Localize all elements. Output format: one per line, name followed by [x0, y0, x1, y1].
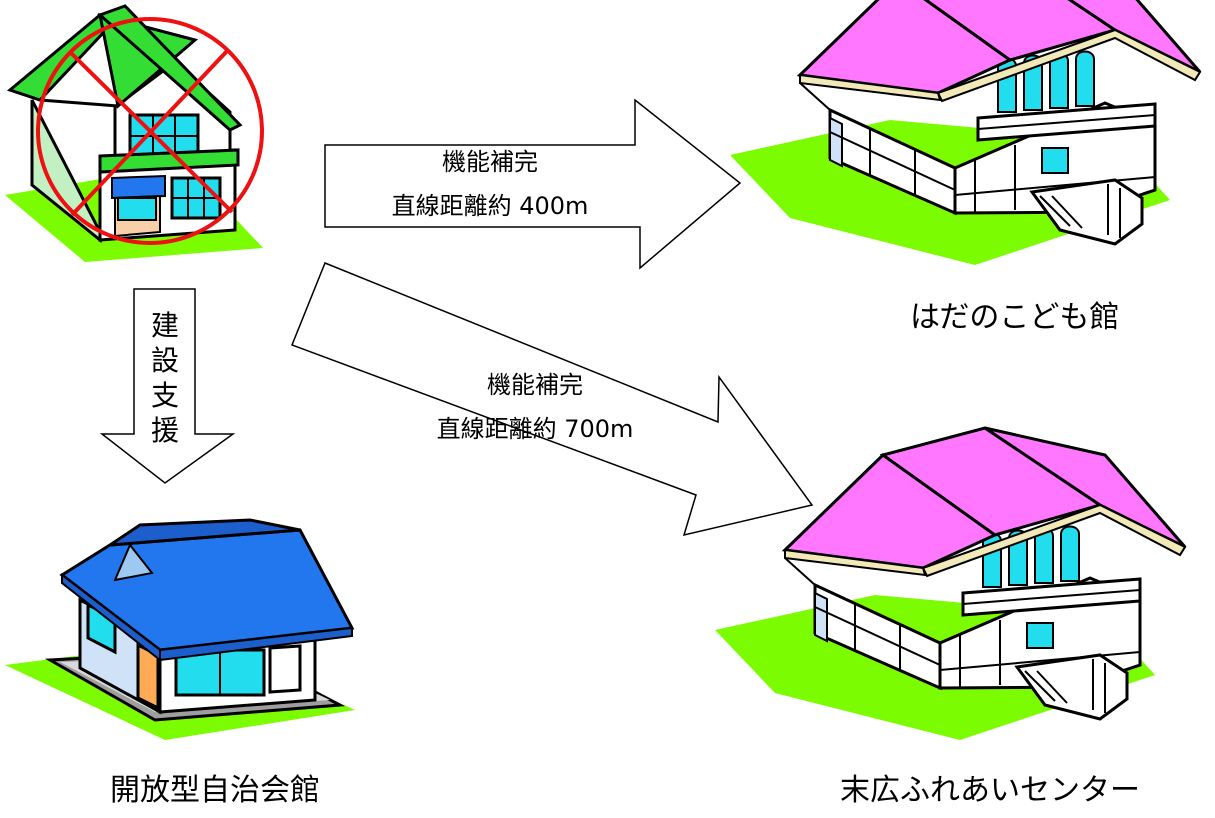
public-hall-icon [728, 0, 1202, 267]
prohibition-cross-icon [36, 17, 264, 245]
arrow-text-700m-line2: 直線距離約 700m [436, 415, 634, 443]
arrow-text-700m: 機能補完 直線距離約 700m [400, 363, 670, 451]
arrow-text-400m-line2: 直線距離約 400m [391, 192, 589, 220]
arrow-to-kodomo-kan [324, 98, 742, 270]
label-community-hall: 開放型自治会館 [110, 773, 320, 808]
arrow-text-400m-line1: 機能補完 [442, 148, 538, 176]
arrow-text-construction-support: 建設支援 [150, 309, 179, 447]
arrow-text-700m-line1: 機能補完 [487, 371, 583, 399]
arrow-to-fureai-center [291, 262, 814, 537]
arrow-text-400m: 機能補完 直線距離約 400m [370, 140, 610, 228]
label-kodomo-kan: はだのこども館 [910, 300, 1120, 335]
arrow-down-construction-support [99, 288, 236, 484]
community-hall-icon [5, 518, 355, 740]
label-fureai-center: 末広ふれあいセンター [840, 773, 1140, 808]
house-crossed-out-icon [5, 4, 264, 262]
